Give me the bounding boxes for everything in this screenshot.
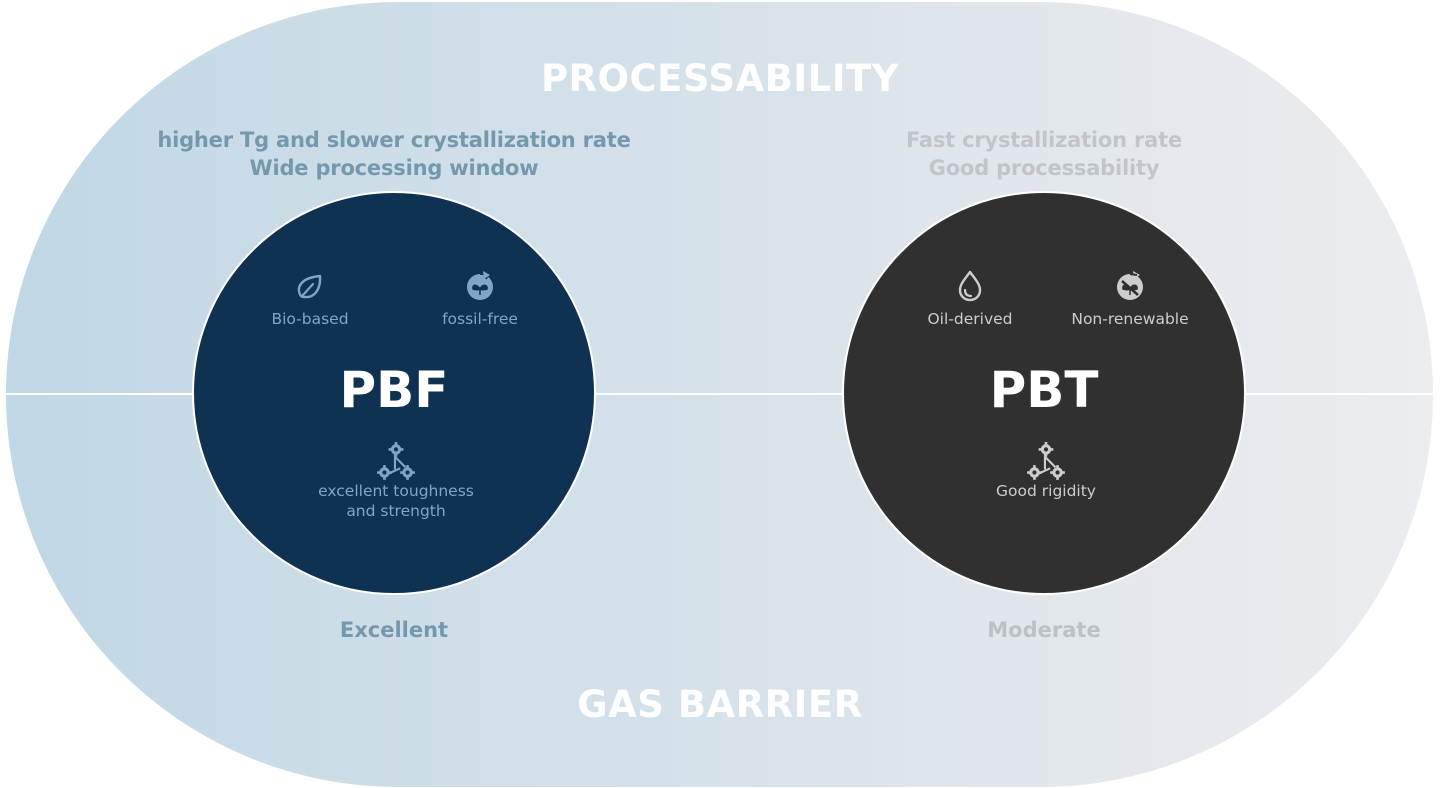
- pbf-feature-bio-based: Bio-based: [230, 269, 390, 329]
- pbf-feature-toughness: excellent toughness and strength: [246, 441, 546, 521]
- non-renewable-cycle-icon: [1113, 269, 1147, 303]
- pbf-feature-label: fossil-free: [442, 310, 518, 328]
- pbf-processability-note: higher Tg and slower crystallization rat…: [94, 126, 694, 182]
- pbt-feature-label: Oil-derived: [927, 310, 1013, 328]
- renewable-cycle-icon: [463, 269, 497, 303]
- pbt-processability-line-2: Good processability: [928, 156, 1160, 180]
- pbf-gas-barrier-rating: Excellent: [339, 618, 449, 642]
- oil-drop-icon: [953, 269, 987, 303]
- pbf-feature-label-line-1: excellent toughness: [318, 482, 474, 500]
- processability-title: PROCESSABILITY: [540, 57, 900, 100]
- pbt-feature-non-renewable: Non-renewable: [1040, 269, 1220, 329]
- pbt-feature-label: Non-renewable: [1071, 310, 1189, 328]
- pbf-name: PBF: [339, 361, 449, 419]
- pbt-gas-barrier-rating: Moderate: [987, 618, 1101, 642]
- pbf-feature-fossil-free: fossil-free: [400, 269, 560, 329]
- pbf-processability-line-1: higher Tg and slower crystallization rat…: [157, 128, 631, 152]
- pbt-processability-note: Fast crystallization rate Good processab…: [794, 126, 1294, 182]
- pbf-feature-label: Bio-based: [271, 310, 349, 328]
- pbt-circle: Oil-derived Non-renewable PBT Good rigid…: [842, 191, 1246, 595]
- horizontal-divider: [6, 393, 1433, 395]
- pbf-feature-label-line-2: and strength: [346, 502, 446, 520]
- gears-network-icon: [1027, 441, 1065, 480]
- pbt-feature-label: Good rigidity: [996, 482, 1096, 500]
- pbt-name: PBT: [989, 361, 1099, 419]
- pbf-processability-line-2: Wide processing window: [249, 156, 539, 180]
- pbf-circle: Bio-based fossil-free PBF excellent toug…: [192, 191, 596, 595]
- gears-network-icon: [377, 441, 415, 480]
- pbt-feature-oil-derived: Oil-derived: [890, 269, 1050, 329]
- leaf-icon: [293, 269, 327, 303]
- pbt-feature-rigidity: Good rigidity: [896, 441, 1196, 501]
- gas-barrier-title: GAS BARRIER: [577, 683, 863, 726]
- pbt-processability-line-1: Fast crystallization rate: [905, 128, 1183, 152]
